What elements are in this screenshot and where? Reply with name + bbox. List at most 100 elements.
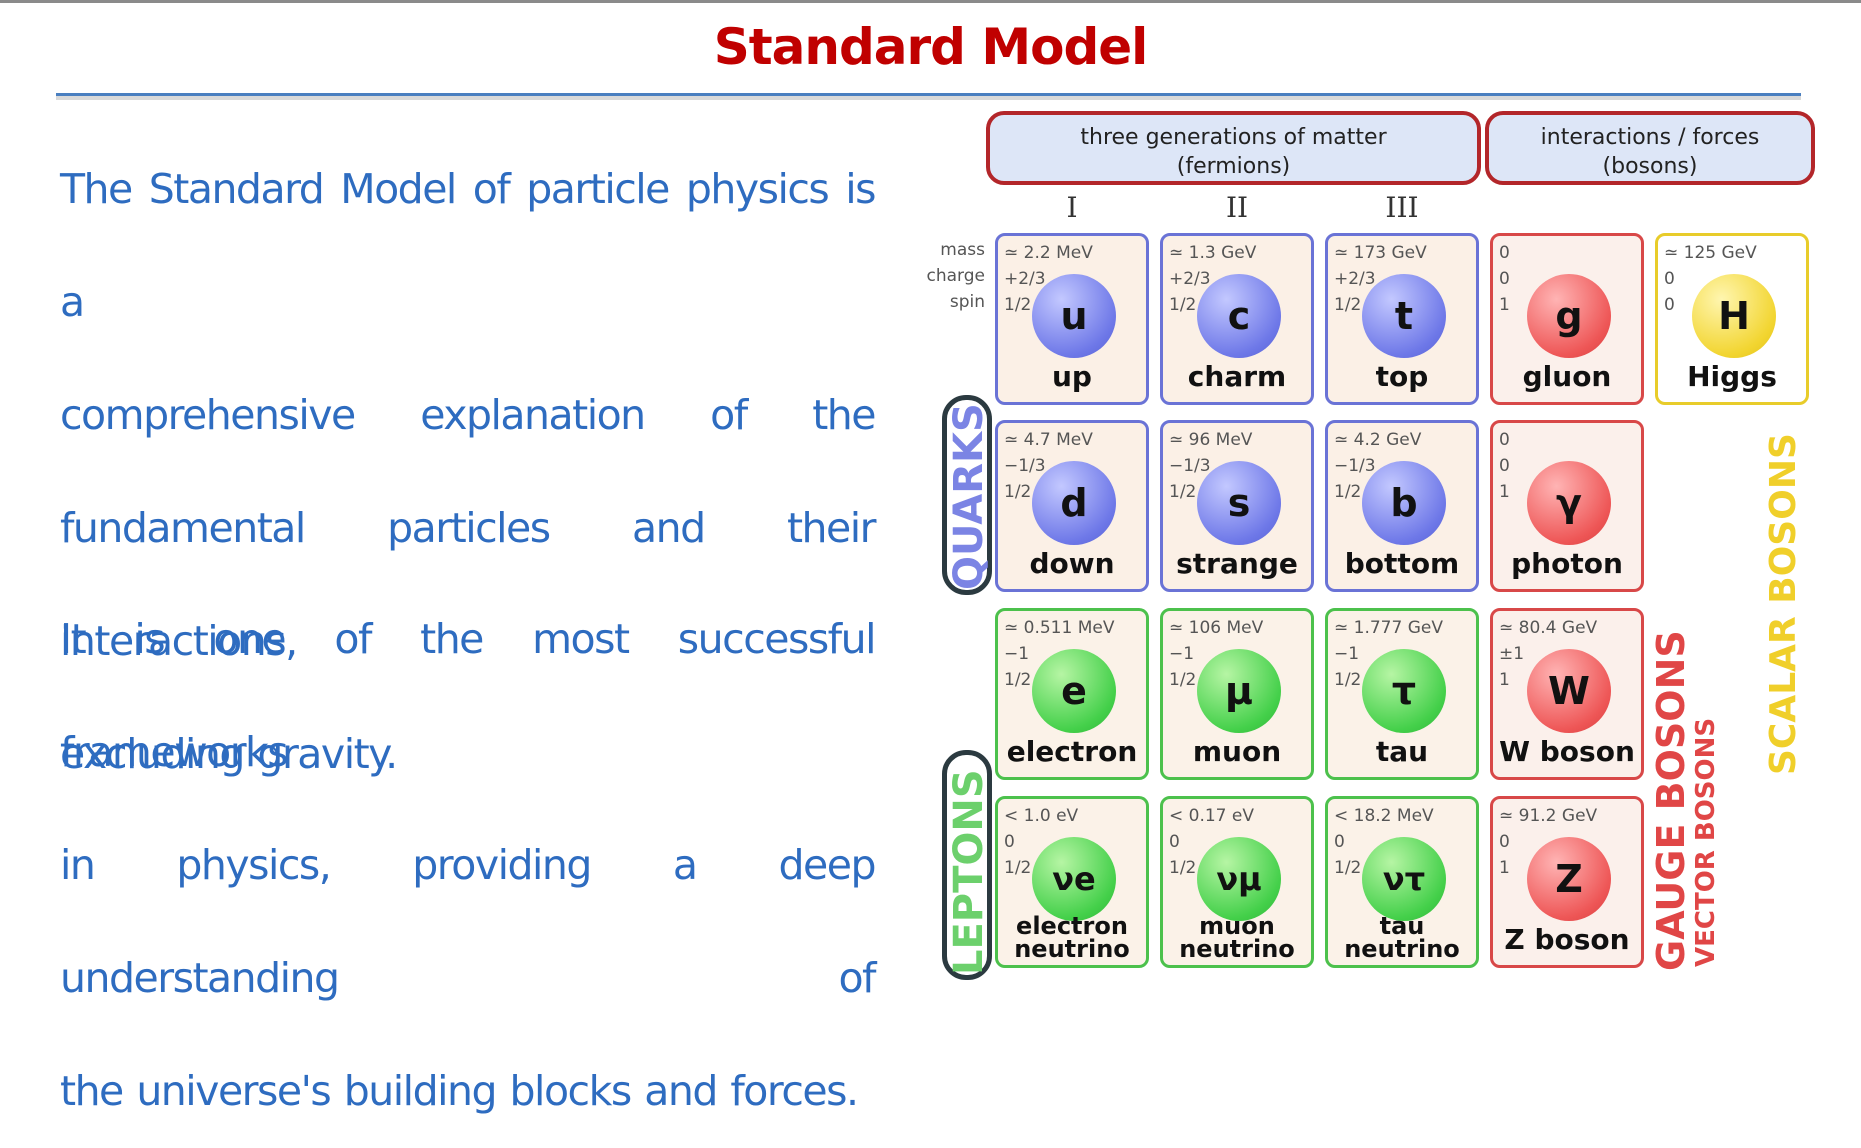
particle-name: bottom (1344, 547, 1460, 580)
paragraph-line: excluding gravity. (60, 730, 398, 778)
title-underline-shadow (56, 96, 1801, 100)
paragraph-line: the universe's building blocks and force… (60, 1067, 859, 1115)
particle-spin: 1/2 (1169, 482, 1197, 502)
particle-mass: ≃ 4.7 MeV (1004, 430, 1093, 450)
paragraph-line: It is one of the most successful framewo… (60, 615, 877, 776)
vector-bosons-label: VECTOR BOSONS (1691, 717, 1721, 967)
particle-symbol: d (1032, 461, 1116, 545)
particle-charge: 0 (1499, 269, 1510, 289)
bosons-header-line1: interactions / forces (1540, 125, 1760, 150)
particle-symbol: τ (1362, 649, 1446, 733)
intro-paragraph: The Standard Model of particle physics i… (60, 133, 877, 811)
particle-name: tau neutrino (1344, 912, 1460, 963)
particle-mass: ≃ 1.777 GeV (1334, 618, 1443, 638)
paragraph-line: The Standard Model of particle physics i… (60, 165, 877, 326)
particle-symbol: t (1362, 274, 1446, 358)
particle-symbol: b (1362, 461, 1446, 545)
page-title: Standard Model (713, 18, 1149, 76)
particle-name: electron neutrino (1014, 912, 1130, 963)
particle-mass: ≃ 2.2 MeV (1004, 243, 1093, 263)
particle-symbol: H (1692, 274, 1776, 358)
particle-name: Higgs (1687, 360, 1777, 393)
particle-spin: 1/2 (1004, 858, 1032, 878)
title-underline (56, 93, 1801, 96)
row-label-spin: spin (949, 292, 985, 312)
particle-charge: 0 (1664, 269, 1675, 289)
row-label-charge: charge (926, 266, 985, 286)
particle-name: muon (1192, 735, 1282, 768)
particle-mass: ≃ 173 GeV (1334, 243, 1427, 263)
particle-mass: ≃ 1.3 GeV (1169, 243, 1257, 263)
particle-charge: 0 (1499, 832, 1510, 852)
particle-symbol: νe (1032, 837, 1116, 921)
particle-symbol: μ (1197, 649, 1281, 733)
quarks-label-frame (942, 395, 992, 595)
particle-name: charm (1187, 360, 1287, 393)
particle-spin: 0 (1664, 295, 1675, 315)
paragraph-line: comprehensive explanation of the (60, 391, 877, 439)
particle-name: muon neutrino (1179, 912, 1295, 963)
particle-symbol: γ (1527, 461, 1611, 545)
particle-name: tau (1375, 735, 1429, 768)
particle-name: down (1029, 547, 1115, 580)
particle-symbol: νμ (1197, 837, 1281, 921)
particle-charge: −1/3 (1169, 456, 1211, 476)
bosons-header-line2: (bosons) (1602, 154, 1698, 179)
particle-spin: 1/2 (1004, 482, 1032, 502)
particle-charge: −1 (1169, 644, 1195, 664)
particle-mass: ≃ 91.2 GeV (1499, 806, 1598, 826)
gauge-bosons-label: GAUGE BOSONS (1649, 630, 1693, 971)
particle-spin: 1/2 (1169, 295, 1197, 315)
particle-charge: −1/3 (1004, 456, 1046, 476)
particle-spin: 1/2 (1004, 295, 1032, 315)
particle-symbol: g (1527, 274, 1611, 358)
particle-spin: 1/2 (1169, 670, 1197, 690)
particle-mass: < 0.17 eV (1169, 806, 1254, 826)
particle-spin: 1/2 (1004, 670, 1032, 690)
particle-symbol: u (1032, 274, 1116, 358)
particle-mass: ≃ 0.511 MeV (1004, 618, 1115, 638)
particle-spin: 1/2 (1169, 858, 1197, 878)
scalar-bosons-label: SCALAR BOSONS (1763, 433, 1804, 775)
particle-mass: 0 (1499, 430, 1510, 450)
particle-mass: < 18.2 MeV (1334, 806, 1434, 826)
particle-charge: −1 (1004, 644, 1030, 664)
particle-spin: 1/2 (1334, 482, 1362, 502)
particle-charge: 0 (1004, 832, 1015, 852)
particle-name: electron (1006, 735, 1138, 768)
generation-label: II (1225, 191, 1249, 224)
paragraph-line: fundamental particles and their interact… (60, 504, 877, 665)
row-labels: mass charge spin (915, 237, 985, 315)
standard-model-diagram: three generations of matter (fermions) i… (920, 105, 1820, 985)
particle-symbol: W (1527, 649, 1611, 733)
particle-charge: +2/3 (1004, 269, 1046, 289)
particle-properties: ≃ 2.2 MeV +2/3 1/2 (1004, 240, 1093, 318)
bosons-header: interactions / forces (bosons) (1485, 111, 1815, 185)
particle-charge: +2/3 (1334, 269, 1376, 289)
particle-charge: ±1 (1499, 644, 1525, 664)
particle-symbol: ντ (1362, 837, 1446, 921)
particle-charge: 0 (1334, 832, 1345, 852)
particle-name: W boson (1499, 735, 1635, 768)
